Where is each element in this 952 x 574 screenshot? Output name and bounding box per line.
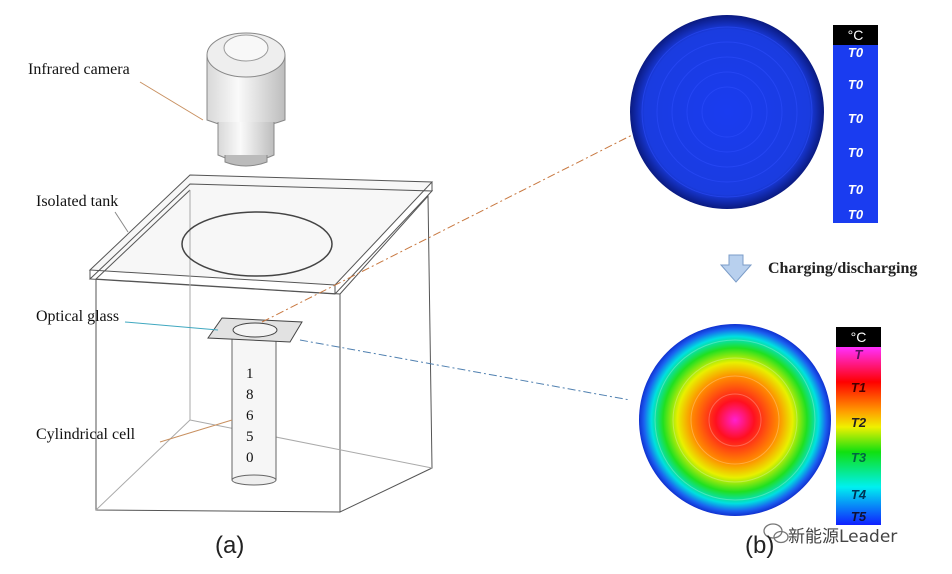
projection-line-after <box>299 339 631 401</box>
colorbar-after: °C T T1 T2 T3 T4 T5 <box>836 327 881 525</box>
cell-digit: 1 <box>246 366 254 382</box>
cell-digit: 6 <box>246 408 254 424</box>
cell-digit: 0 <box>246 450 254 466</box>
thermal-image-before <box>630 15 824 209</box>
cell-digit: 8 <box>246 387 254 403</box>
caption-b: (b) <box>745 532 775 559</box>
colorbar-tick: T0 <box>847 182 864 197</box>
wechat-icon <box>763 523 789 544</box>
colorbar-tick: T <box>854 347 863 362</box>
projection-line-before <box>261 129 643 323</box>
colorbar-tick: T0 <box>847 145 864 160</box>
colorbar-before: °C T0 T0 T0 T0 T0 T0 <box>833 25 878 223</box>
tank-leader-line <box>114 211 129 233</box>
colorbar-tick: T0 <box>847 207 864 222</box>
caption-a: (a) <box>215 532 245 559</box>
colorbar-tick: T3 <box>850 450 867 465</box>
label-cylindrical-cell: Cylindrical cell <box>36 426 136 443</box>
colorbar-tick: T0 <box>847 77 864 92</box>
optical-glass <box>207 317 303 343</box>
colorbar-tick: T5 <box>850 509 867 524</box>
colorbar-tick: T1 <box>850 380 867 395</box>
infrared-camera <box>206 32 286 167</box>
colorbar-tick: T0 <box>847 111 864 126</box>
cell-leader-line <box>159 419 233 443</box>
process-label: Charging/discharging <box>768 260 918 277</box>
watermark: 新能源Leader <box>788 527 898 547</box>
colorbar-unit: °C <box>850 329 867 345</box>
down-arrow-icon <box>719 254 753 283</box>
glass-leader-line <box>124 321 219 331</box>
label-optical-glass: Optical glass <box>36 308 120 325</box>
cell-digit: 5 <box>246 429 254 445</box>
cylindrical-cell <box>231 337 277 486</box>
colorbar-unit: °C <box>833 25 878 45</box>
camera-leader-line <box>139 81 204 121</box>
label-isolated-tank: Isolated tank <box>36 193 119 210</box>
colorbar-tick: T2 <box>850 415 867 430</box>
colorbar-tick: T4 <box>850 487 867 502</box>
label-infrared-camera: Infrared camera <box>28 61 130 78</box>
colorbar-tick: T0 <box>847 45 864 60</box>
thermal-image-after <box>639 324 831 516</box>
